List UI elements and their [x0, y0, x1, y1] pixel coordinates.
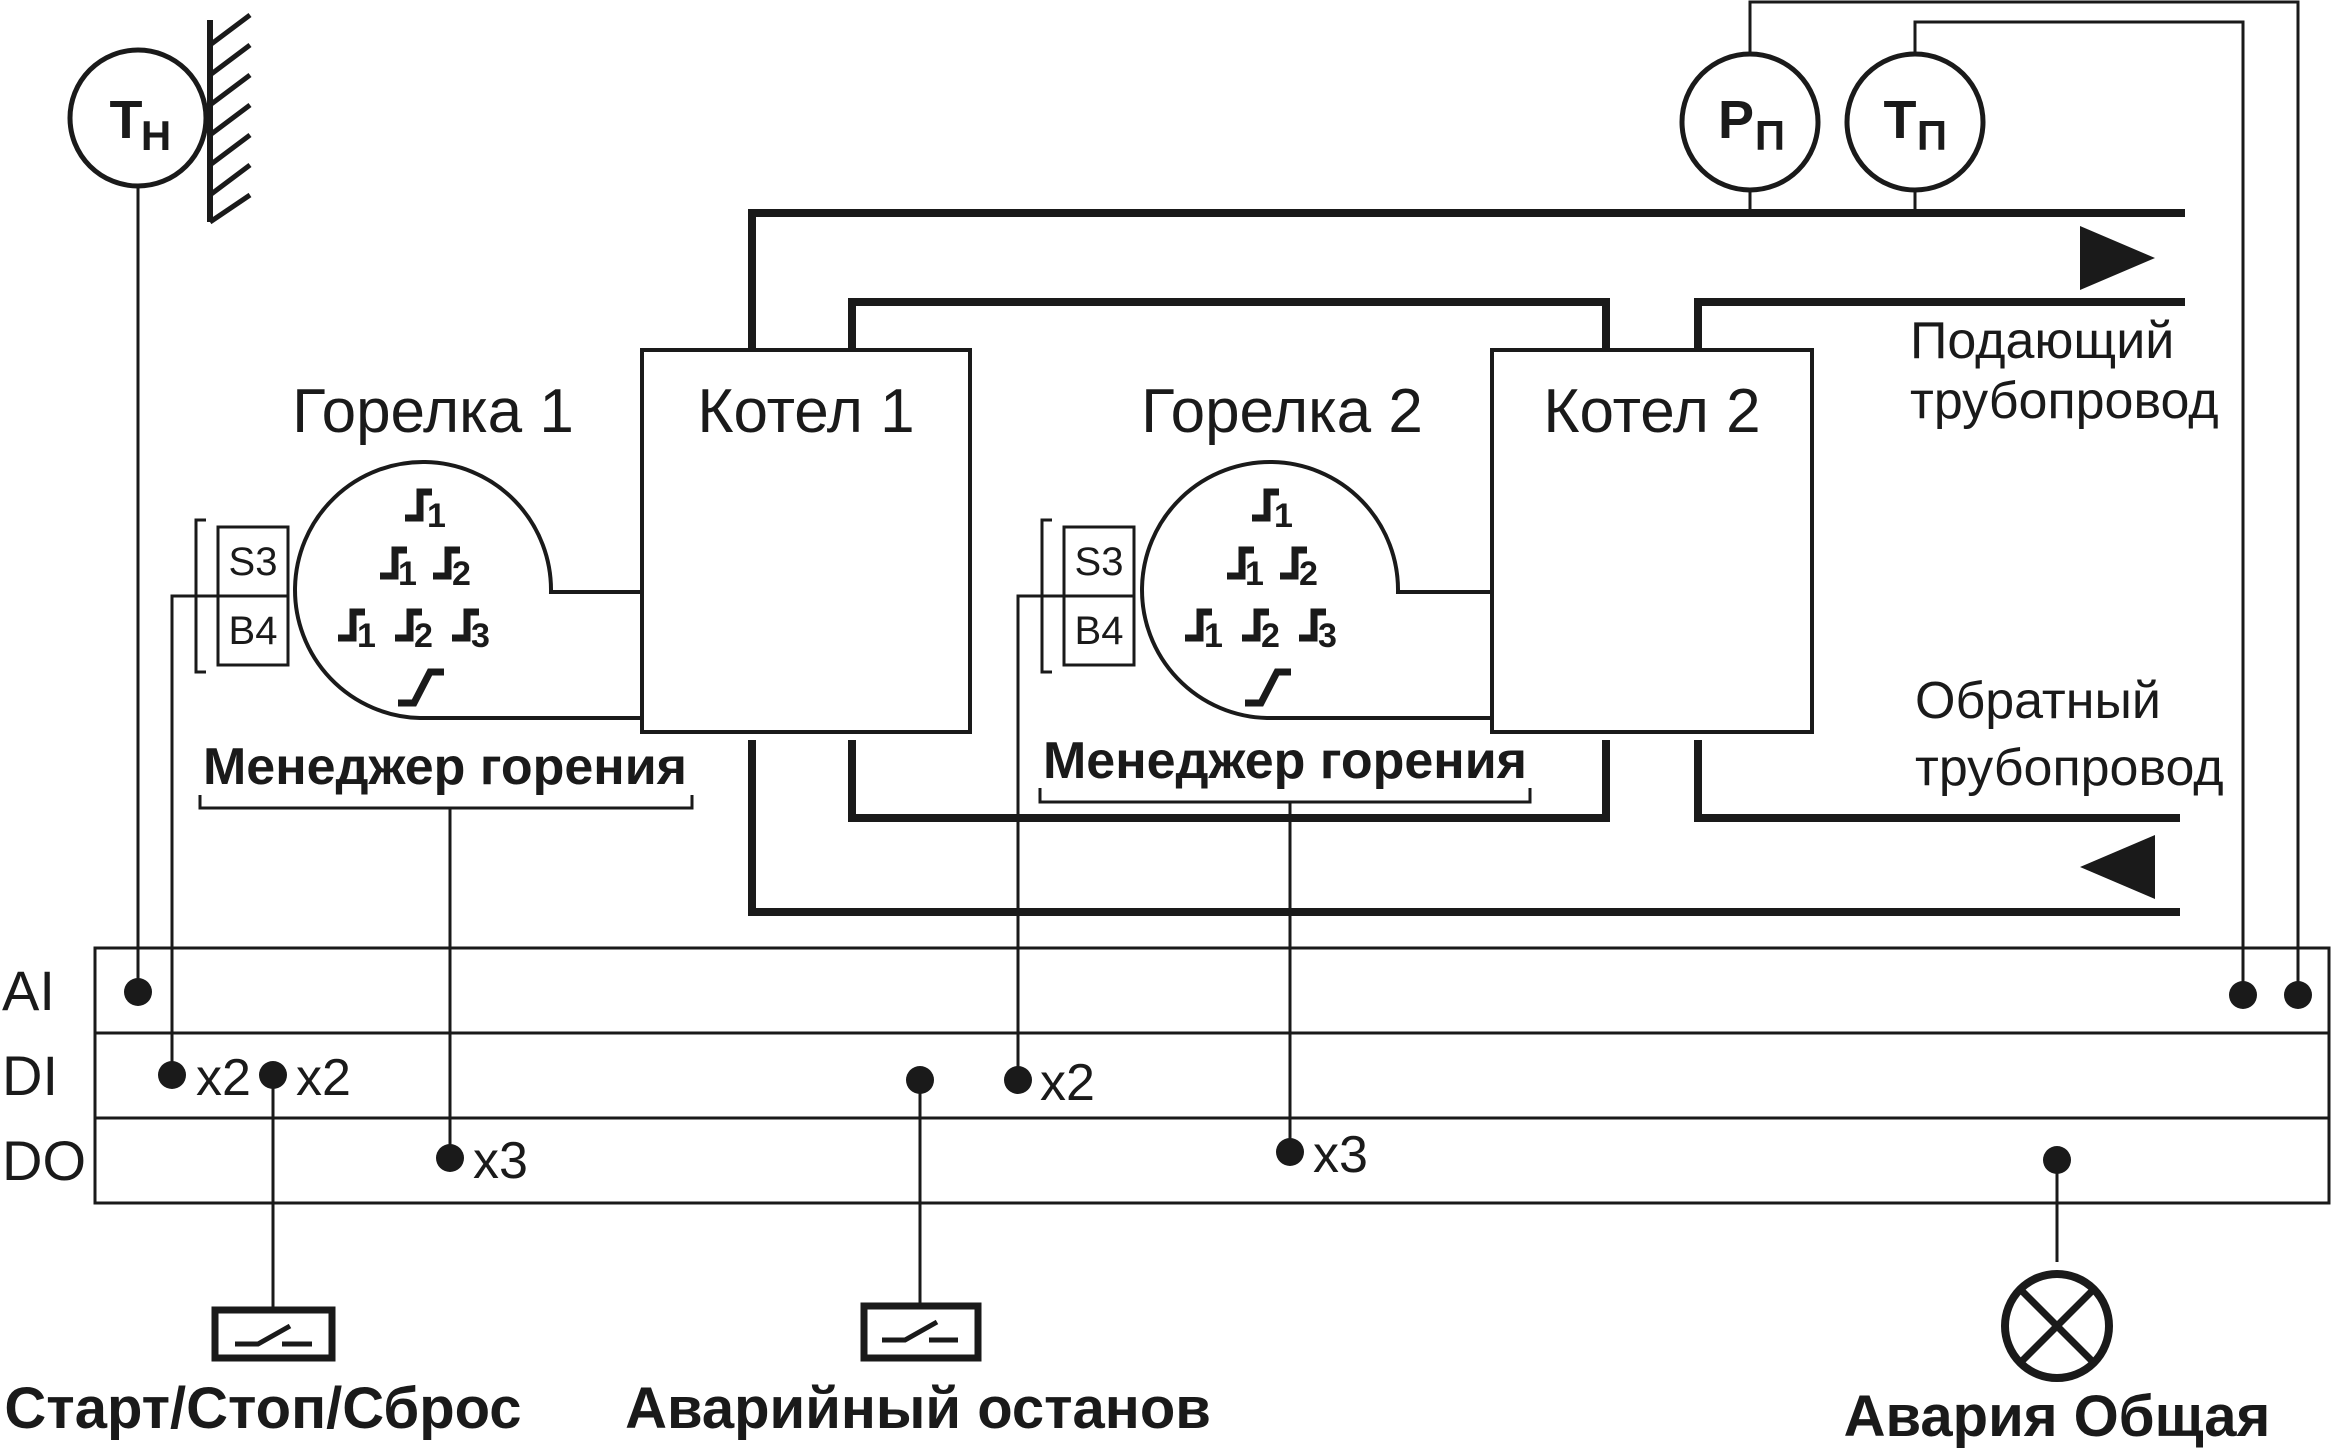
ai-terminal-supply-temp — [2229, 981, 2257, 1009]
emergency-stop-label: Аварийный останов — [625, 1376, 1211, 1441]
bus-di-label: DI — [2, 1044, 58, 1107]
burner-1-s3-box — [216, 525, 290, 598]
supply-temp-sensor-main: Т — [1884, 90, 1917, 150]
bus-do-label: DO — [2, 1129, 86, 1192]
burner-1-b4-box — [216, 594, 290, 667]
general-alarm-label: Авария Общая — [1844, 1384, 2271, 1449]
svg-text:1: 1 — [1274, 497, 1293, 535]
boiler-1 — [640, 348, 972, 734]
burner-2-b4-box — [1062, 594, 1136, 667]
svg-text:1: 1 — [1204, 617, 1223, 655]
di-terminal-start-stop-label: x2 — [296, 1049, 351, 1107]
di-terminal-burner-2 — [1004, 1066, 1032, 1094]
do-terminal-manager-1 — [436, 1144, 464, 1172]
bus-di-rail — [93, 1031, 2331, 1120]
wire-burner-1-b4 — [170, 594, 218, 1075]
svg-text:2: 2 — [452, 555, 471, 593]
boiler-2-title: Котел 2 — [1543, 377, 1760, 446]
di-terminal-burner-2-label: x2 — [1040, 1054, 1095, 1112]
start-stop-switch-icon — [211, 1306, 336, 1362]
outdoor-temp-sensor-sub: Н — [141, 112, 171, 159]
bus-ai-rail — [93, 946, 2331, 1035]
do-terminal-manager-2 — [1276, 1138, 1304, 1166]
svg-text:1: 1 — [1245, 555, 1264, 593]
burner-2-manager-bracket — [1038, 788, 1532, 804]
wire-pressure-sensor — [1748, 0, 2300, 995]
burner-2-body — [1140, 460, 1494, 720]
burner-2-manager-label: Менеджер горения — [1043, 732, 1527, 790]
outdoor-temp-sensor-main: Т — [110, 90, 143, 150]
do-terminal-alarm — [2043, 1146, 2071, 1174]
burner-2-s3-box — [1062, 525, 1136, 598]
alarm-lamp-icon — [2001, 1270, 2113, 1382]
di-terminal-emergency — [906, 1066, 934, 1094]
burner-2-title: Горелка 2 — [1141, 377, 1423, 446]
di-terminal-start-stop — [259, 1061, 287, 1089]
svg-text:2: 2 — [414, 617, 433, 655]
start-stop-reset-label: Старт/Стоп/Сброс — [4, 1376, 521, 1441]
svg-text:1: 1 — [357, 617, 376, 655]
return-pipe — [1694, 740, 2180, 822]
wire-burner-2-b4 — [1016, 594, 1064, 1080]
burner-2-s3-label: S3 — [1075, 540, 1124, 584]
ai-terminal-outdoor-temp — [124, 978, 152, 1006]
ai-terminal-pressure — [2284, 981, 2312, 1009]
burner-1-title: Горелка 1 — [292, 377, 574, 446]
burner-1-body — [293, 460, 644, 720]
do-terminal-manager-2-label: x3 — [1313, 1126, 1368, 1184]
di-terminal-burner-1-label: x2 — [196, 1049, 251, 1107]
return-flow-arrow-icon — [2080, 835, 2155, 899]
wire-supply-temp-sensor — [1913, 20, 2245, 995]
boiler-1-title: Котел 1 — [697, 377, 914, 446]
burner-1-stage-icons: 1 1 2 1 2 3 — [338, 488, 490, 707]
wall-hatch-icon — [207, 13, 252, 225]
do-terminal-manager-1-label: x3 — [473, 1132, 528, 1190]
return-pipe-label-line1: Обратный — [1915, 672, 2161, 730]
burner-1-manager-label: Менеджер горения — [203, 738, 687, 796]
burner-2-b4-label: B4 — [1075, 609, 1124, 653]
emergency-stop-switch-icon — [860, 1302, 982, 1362]
inner-pipe-loop — [848, 298, 1610, 822]
burner-1-manager-bracket — [198, 795, 694, 810]
supply-pressure-sensor-sub: П — [1755, 112, 1785, 159]
supply-pipe-label-line1: Подающий — [1910, 312, 2174, 370]
burner-1-s3-label: S3 — [229, 540, 278, 584]
supply-temp-sensor-sub: П — [1917, 112, 1947, 159]
svg-text:2: 2 — [1261, 617, 1280, 655]
svg-text:1: 1 — [427, 497, 446, 535]
bus-do-rail — [93, 1116, 2331, 1205]
bus-ai-label: AI — [2, 959, 55, 1022]
burner-1-b4-label: B4 — [229, 609, 278, 653]
supply-pipe — [1694, 298, 2185, 350]
supply-flow-arrow-icon — [2080, 226, 2155, 290]
di-terminal-burner-1 — [158, 1061, 186, 1089]
svg-text:2: 2 — [1299, 555, 1318, 593]
burner-2-stage-icons: 1 1 2 1 2 3 — [1185, 488, 1337, 707]
svg-text:3: 3 — [1318, 617, 1337, 655]
svg-text:3: 3 — [471, 617, 490, 655]
supply-pressure-sensor-main: Р — [1718, 90, 1754, 150]
boiler-2 — [1490, 348, 1814, 734]
supply-pipe-label-line2: трубопровод — [1910, 372, 2219, 430]
return-pipe-label-line2: трубопровод — [1915, 739, 2224, 797]
outer-pipe-loop — [748, 209, 2185, 916]
svg-text:1: 1 — [398, 555, 417, 593]
